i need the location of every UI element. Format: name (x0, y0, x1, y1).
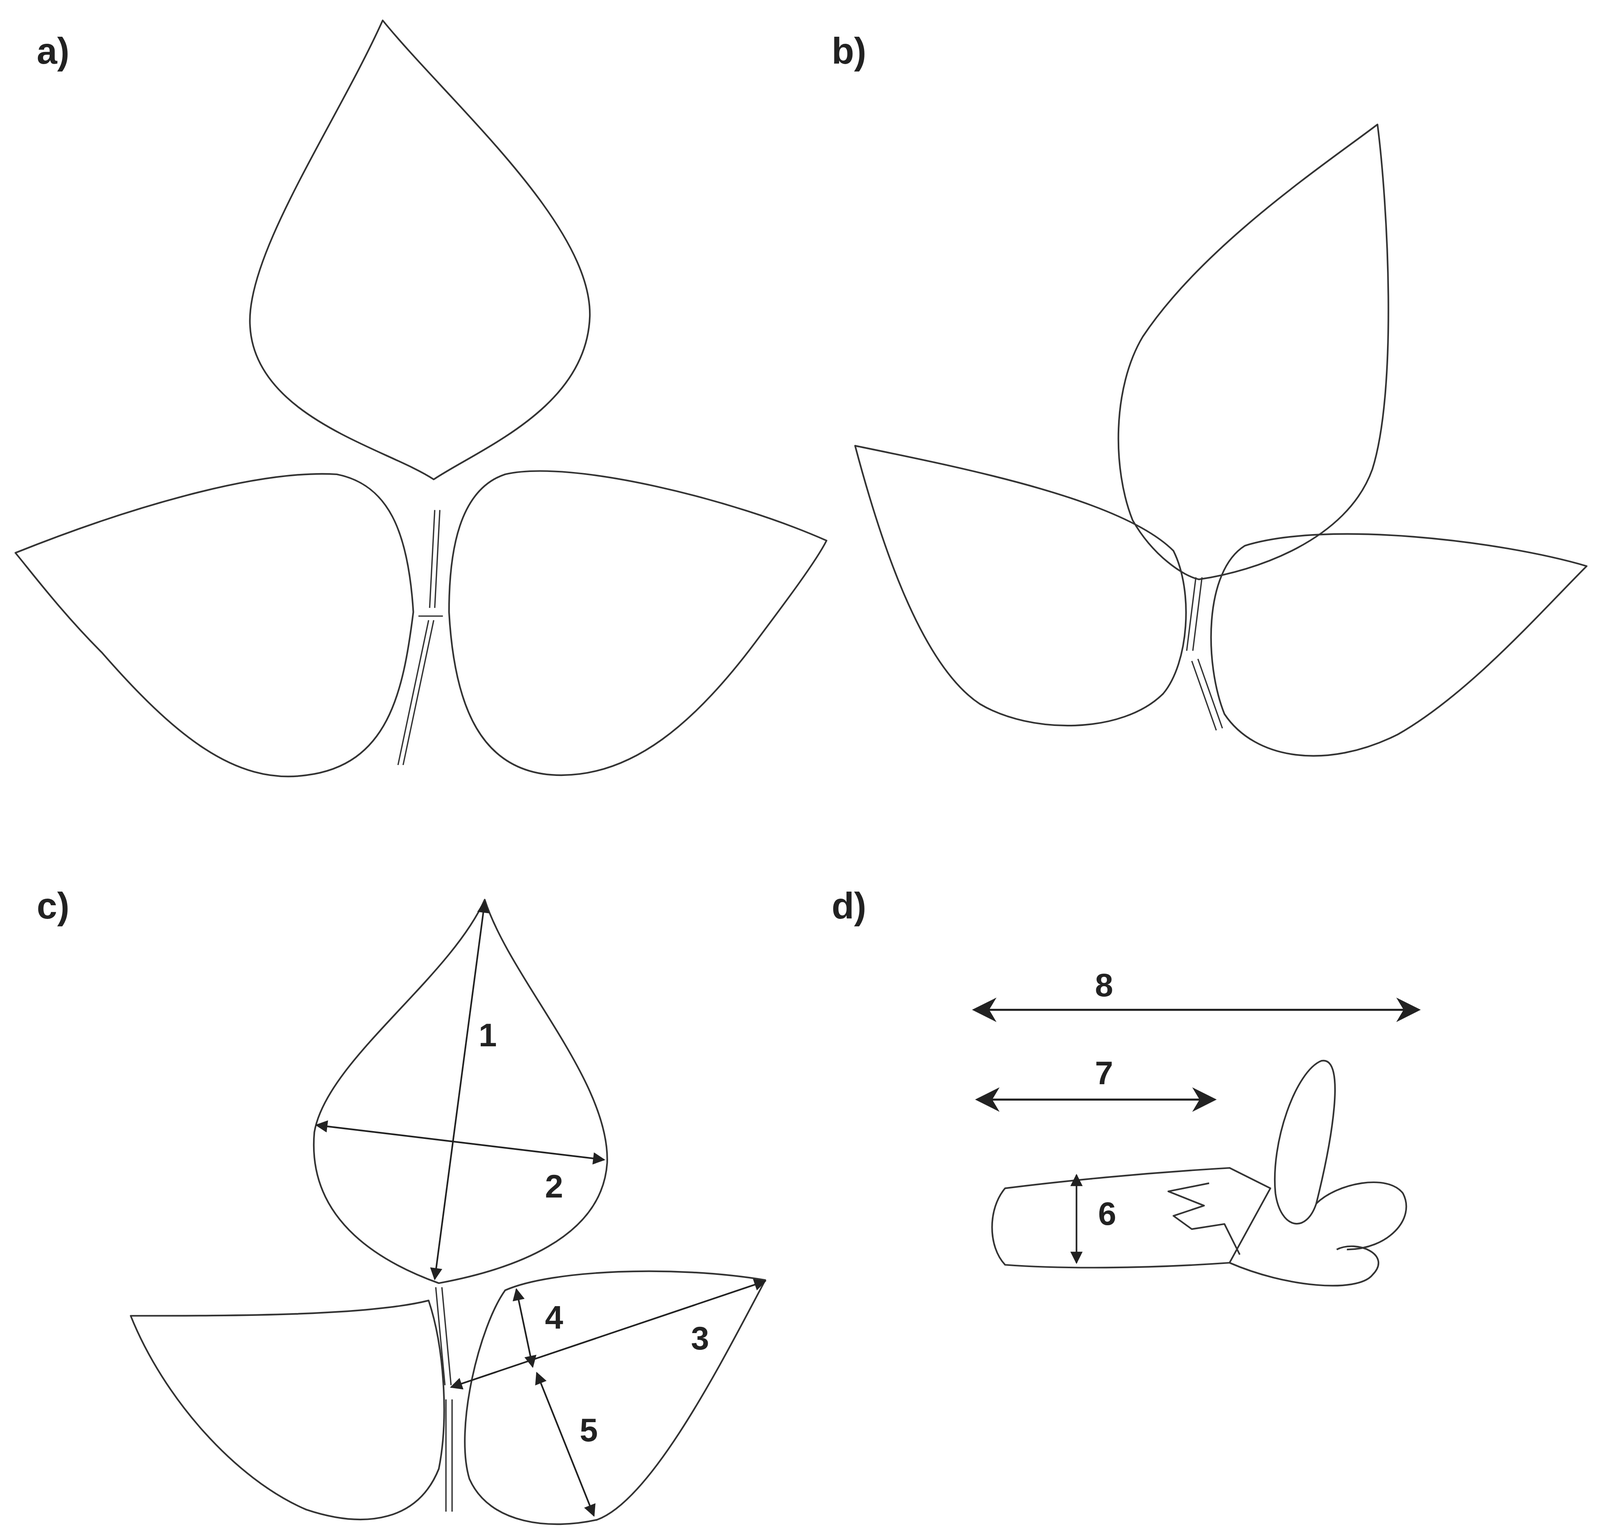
flower-drawing (991, 1061, 1407, 1287)
panel-label: b) (829, 32, 869, 71)
lateral-leaflet (855, 445, 1187, 726)
calyx-teeth (1168, 1183, 1240, 1255)
trifoliate-leaf (855, 124, 1587, 757)
panel-label: d) (829, 887, 869, 926)
callout-number: 4 (542, 1301, 566, 1336)
lateral-leaflet (464, 1271, 766, 1525)
lateral-leaflet (1211, 534, 1587, 757)
calyx-tube (991, 1168, 1271, 1268)
dimension-arrow (974, 1009, 1419, 1012)
trifoliate-leaf (130, 900, 766, 1525)
lateral-leaflet (130, 1301, 444, 1520)
lateral-leaflet (15, 474, 414, 777)
terminal-leaflet (249, 20, 590, 480)
dimension-arrow (316, 1125, 605, 1161)
rachis (1186, 577, 1202, 652)
petiole (397, 616, 443, 766)
keel-petal (1229, 1246, 1379, 1287)
dimension-arrow (434, 902, 485, 1280)
panel-label: c) (34, 887, 72, 926)
dimension-arrow (516, 1289, 533, 1368)
dimension-arrow (977, 1098, 1215, 1101)
standard-petal (1274, 1061, 1336, 1225)
dimension-arrow (451, 1281, 766, 1388)
callout-number: 6 (1095, 1197, 1119, 1232)
panel-label: a) (34, 32, 72, 71)
petiole (1191, 658, 1223, 731)
callout-number: 7 (1092, 1056, 1116, 1091)
wing-petal (1316, 1182, 1407, 1250)
callout-number: 3 (688, 1321, 712, 1357)
terminal-leaflet (313, 900, 608, 1284)
lateral-leaflet (449, 471, 827, 776)
callout-number: 1 (476, 1018, 500, 1053)
callout-number: 8 (1092, 968, 1116, 1003)
petiole (445, 1399, 453, 1513)
callout-number: 5 (577, 1413, 600, 1448)
trifoliate-leaf (15, 20, 827, 777)
dimension-arrow (1075, 1175, 1078, 1264)
rachis (429, 510, 440, 609)
terminal-leaflet (1118, 124, 1389, 580)
callout-number: 2 (542, 1169, 566, 1205)
rachis (435, 1287, 452, 1386)
